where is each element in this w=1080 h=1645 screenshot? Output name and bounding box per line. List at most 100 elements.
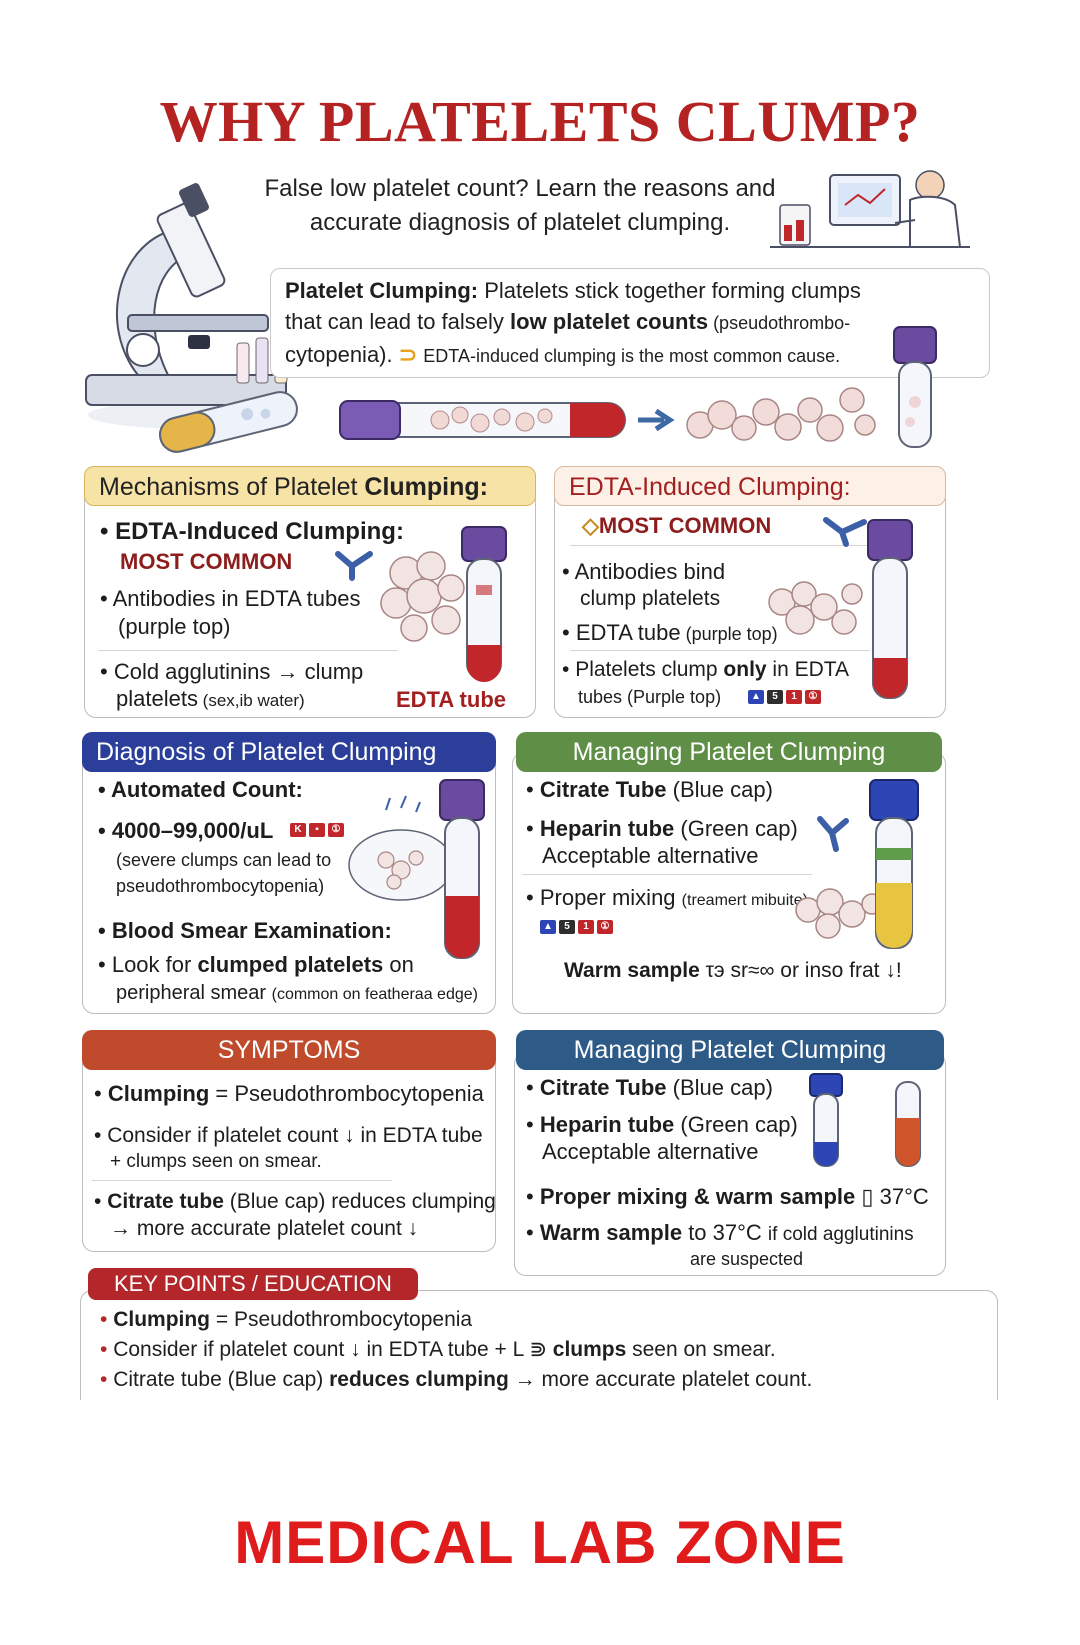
- managing2-item-4-bold: Warm sample: [539, 1220, 683, 1245]
- blood-smear-icon: [348, 795, 454, 901]
- managing2-item-1: Citrate Tube (Blue cap): [526, 1074, 773, 1102]
- key-point-2-a: Consider if platelet count ↓ in EDTA tub…: [113, 1338, 553, 1361]
- edta-item-3: Platelets clump only in EDTA: [562, 656, 849, 684]
- intro-box: Platelet Clumping: Platelets stick toget…: [270, 268, 990, 378]
- intro-text-c: cytopenia).: [285, 342, 399, 367]
- symptoms-item-1-bold: Clumping: [107, 1081, 210, 1106]
- edta-header: EDTA-Induced Clumping:: [554, 466, 946, 506]
- managing-header-2: Managing Platelet Clumping: [516, 1030, 944, 1070]
- mechanisms-item-3b-text: platelets: [116, 686, 198, 711]
- managing2-item-1-bold: Citrate Tube: [539, 1075, 667, 1100]
- horizontal-tube-icon: [339, 400, 626, 440]
- symptoms-item-3: Citrate tube (Blue cap) reduces clumping: [94, 1188, 496, 1216]
- warning-icon: ⊃: [398, 342, 424, 367]
- diagnosis-badges: K ▪ ①: [290, 823, 344, 837]
- key-points-header: KEY POINTS / EDUCATION: [88, 1268, 418, 1300]
- mechanisms-header-b: Clumping:: [364, 473, 488, 501]
- managing1-item-3-small: (treamert mibuite): [681, 892, 808, 909]
- antibody-icon: [335, 551, 373, 581]
- yellow-tube-icon: [159, 391, 298, 453]
- managing1-item-2: Heparin tube (Green cap): [526, 815, 798, 843]
- arrow-right-icon: [638, 408, 675, 432]
- purple-tube-icon: [867, 519, 913, 699]
- managing2-item-1-rest: (Blue cap): [666, 1075, 773, 1100]
- symptoms-item-1-rest: = Pseudothrombocytopenia: [209, 1081, 484, 1106]
- brand-footer: MEDICAL LAB ZONE: [234, 1509, 846, 1576]
- edta-item-2: EDTA tube (purple top): [562, 619, 778, 648]
- managing2-item-3-bold: Proper mixing & warm sample: [539, 1184, 856, 1209]
- badge-icon: 5: [767, 690, 783, 704]
- diagnosis-item-4: Look for clumped platelets on: [98, 951, 414, 979]
- badge-icon: ①: [328, 823, 344, 837]
- edta-tube-icon: [893, 326, 937, 448]
- badge-icon: 1: [578, 920, 594, 934]
- managing1-item-3-a: Proper mixing: [539, 885, 682, 910]
- symptoms-item-2b: + clumps seen on smear.: [110, 1151, 322, 1172]
- clumped-platelets-icon: [768, 581, 863, 635]
- symptoms-item-3b: → more accurate platelet count ↓: [110, 1217, 419, 1240]
- clumped-platelets-icon: [380, 551, 465, 642]
- antibody-icon: [817, 816, 849, 852]
- edta-badges: ▲ 5 1 ①: [748, 690, 821, 704]
- badge-icon: K: [290, 823, 306, 837]
- microscope-icon: [85, 183, 298, 429]
- page-subtitle: False low platelet count? Learn the reas…: [264, 175, 776, 236]
- red-sample-tube-icon: [895, 1081, 921, 1167]
- diagnosis-item-4-bold: clumped platelets: [197, 952, 384, 977]
- intro-small-b: (pseudothrombo-: [708, 313, 851, 333]
- managing2-item-3: Proper mixing & warm sample ▯ 37°C: [526, 1183, 929, 1211]
- key-point-1-rest: = Pseudothrombocytopenia: [210, 1308, 473, 1331]
- diagnosis-item-4-d: peripheral smear (common on featheraa ed…: [116, 979, 478, 1009]
- managing1-item-2-bold: Heparin tube: [539, 816, 675, 841]
- diagnosis-item-4-a: Look for: [111, 952, 198, 977]
- managing2-item-2: Heparin tube (Green cap): [526, 1111, 798, 1139]
- diagnosis-item-4-small: (common on featheraa edge): [271, 986, 478, 1003]
- edta-item-3-c: in EDTA: [766, 658, 850, 681]
- intro-note: EDTA-induced clumping is the most common…: [423, 346, 841, 366]
- managing1-item-1-rest: (Blue cap): [666, 777, 773, 802]
- managing1-item-4: Warm sample τэ sr≈∞ or inso frat ↓!: [564, 957, 902, 985]
- managing2-item-2-sub: Acceptable alternative: [542, 1139, 759, 1164]
- purple-tube-icon: [439, 779, 485, 959]
- managing2-item-4b: are suspected: [690, 1249, 804, 1269]
- badge-icon: ▲: [748, 690, 764, 704]
- symptoms-item-3-bold: Citrate tube: [107, 1190, 224, 1213]
- mechanisms-item-2a: Antibodies in EDTA tubes: [100, 585, 361, 613]
- badge-icon: 5: [559, 920, 575, 934]
- intro-text-a: Platelets stick together forming clumps: [478, 278, 861, 303]
- symptoms-item-3-rest: (Blue cap) reduces clumping: [223, 1190, 496, 1213]
- intro-term: Platelet Clumping:: [285, 278, 479, 303]
- diagnosis-item-2-sub-a: (severe clumps can lead to: [116, 850, 332, 870]
- diagnosis-item-1: Automated Count:: [98, 776, 303, 804]
- key-point-2-c: seen on smear.: [626, 1338, 776, 1361]
- blue-tube-icon: [809, 1073, 843, 1167]
- intro-text-b: that can lead to falsely: [285, 309, 511, 334]
- managing2-item-2-bold: Heparin tube: [539, 1112, 675, 1137]
- edta-item-2-text: EDTA tube: [575, 620, 681, 645]
- blue-tube-icon: [869, 779, 919, 949]
- intro-line-3: cytopenia). ⊃ EDTA-induced clumping is t…: [285, 339, 975, 372]
- key-point-3-a: Citrate tube (Blue cap): [113, 1368, 330, 1391]
- managing1-item-2-sub: Acceptable alternative: [542, 843, 759, 868]
- badge-icon: ▪: [309, 823, 325, 837]
- key-point-3-bold: reduces clumping: [329, 1368, 509, 1391]
- edta-item-3-bold: only: [723, 658, 767, 681]
- clumped-platelets-icon: [795, 888, 883, 939]
- managing1-item-1-bold: Citrate Tube: [539, 777, 667, 802]
- managing1-item-4-rest: τэ sr≈∞ or inso frat ↓!: [699, 959, 902, 982]
- diagnosis-item-3: Blood Smear Examination:: [98, 917, 392, 945]
- edta-tag: ◇MOST COMMON: [582, 512, 771, 540]
- symptoms-item-1: Clumping = Pseudothrombocytopenia: [94, 1080, 484, 1108]
- intro-bold-b: low platelet counts: [510, 309, 709, 334]
- symptoms-header: SYMPTOMS: [82, 1030, 496, 1070]
- key-point-1: Clumping = Pseudothrombocytopenia: [100, 1306, 472, 1334]
- diagnosis-item-4-d-text: peripheral smear: [116, 982, 272, 1004]
- managing1-badges: ▲ 5 1 ①: [540, 920, 613, 934]
- symptoms-item-2a: Consider if platelet count ↓ in EDTA tub…: [94, 1122, 482, 1150]
- key-point-2-bold: clumps: [552, 1338, 627, 1361]
- managing1-item-1: Citrate Tube (Blue cap): [526, 776, 773, 804]
- edta-item-1a: Antibodies bind: [562, 558, 725, 586]
- key-point-3: Citrate tube (Blue cap) reduces clumping…: [100, 1366, 812, 1394]
- edta-item-3-a: Platelets clump: [575, 658, 724, 681]
- managing1-item-2-rest: (Green cap): [674, 816, 798, 841]
